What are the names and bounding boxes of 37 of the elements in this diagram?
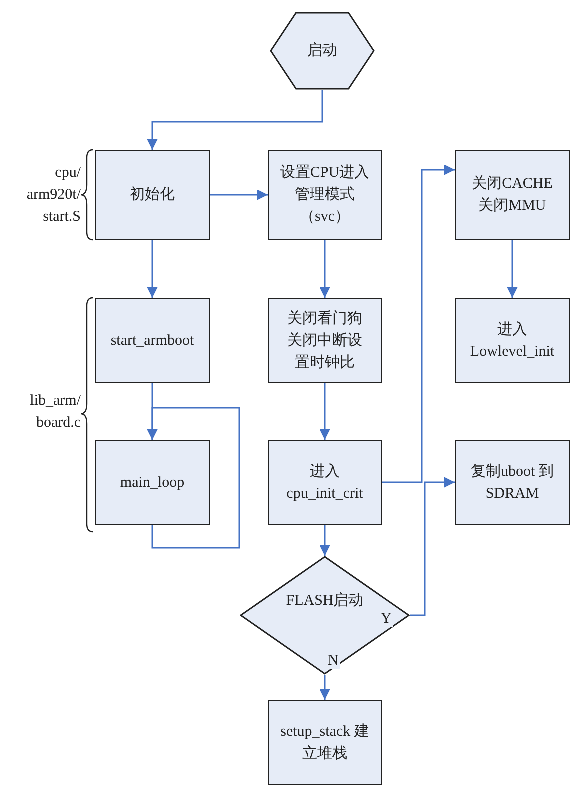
arrow xyxy=(147,407,240,549)
edge-label: N xyxy=(327,653,340,669)
process-box xyxy=(268,298,382,383)
arrow xyxy=(320,240,330,298)
process-box xyxy=(268,700,382,785)
node-text: 初始化 xyxy=(130,186,175,205)
node-text: FLASH启动 xyxy=(286,591,364,610)
arrow xyxy=(382,164,455,484)
file-path-label: lib_arm/ board.c xyxy=(29,392,81,432)
file-path-label: cpu/ arm920t/ start.S xyxy=(26,164,81,227)
node-text: 关闭CACHE关闭MMU xyxy=(471,174,554,216)
process-box xyxy=(95,298,210,383)
process-box xyxy=(95,150,210,240)
arrow xyxy=(320,383,330,440)
node-text: start_armboot xyxy=(110,332,194,350)
arrow xyxy=(410,477,455,616)
node-text: 进入 Lowlevel_init xyxy=(469,320,556,362)
node-text: 关闭看门狗关闭中断设置时钟比 xyxy=(286,309,364,372)
node-text: 进入 cpu_init_crit xyxy=(286,462,364,504)
node-text: main_loop xyxy=(120,474,185,492)
process-box xyxy=(268,150,382,240)
process-box xyxy=(268,440,382,525)
node-text: 启动 xyxy=(308,41,338,61)
arrow xyxy=(320,675,330,700)
arrow xyxy=(320,525,330,556)
arrow xyxy=(210,190,268,200)
process-box xyxy=(455,440,570,525)
process-box xyxy=(455,298,570,383)
arrow xyxy=(147,90,324,150)
arrow xyxy=(507,240,518,298)
node-text: 设置CPU进入管理模式（svc） xyxy=(279,164,371,227)
node-text: setup_stack 建立堆栈 xyxy=(280,722,370,764)
process-box xyxy=(95,440,210,525)
process-box xyxy=(455,150,570,240)
arrow xyxy=(147,240,158,298)
node-text: 复制uboot 到 SDRAM xyxy=(470,462,555,504)
edge-label: Y xyxy=(380,610,393,626)
